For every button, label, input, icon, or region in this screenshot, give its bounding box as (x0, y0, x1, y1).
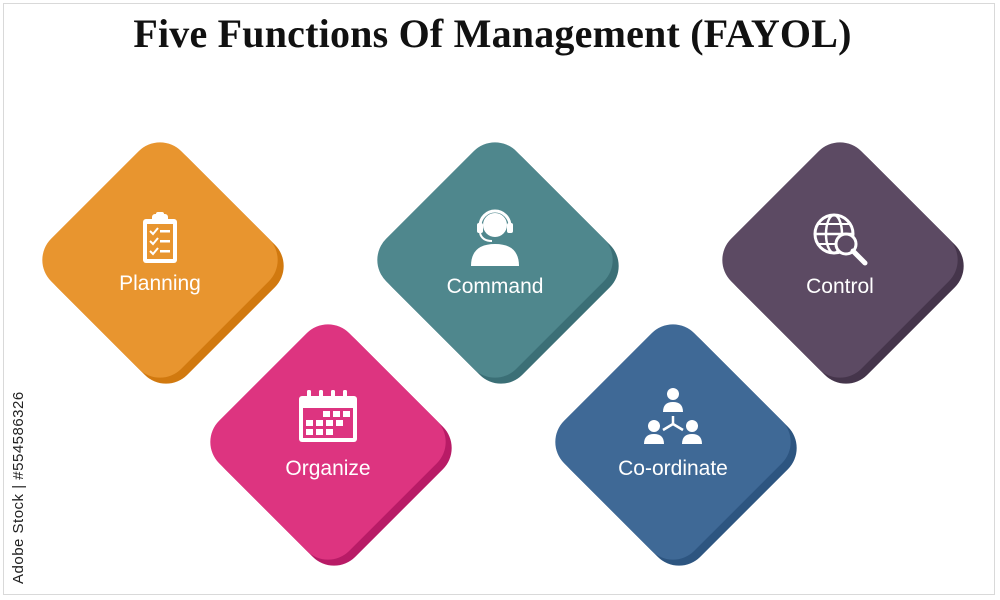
globe-magnifier-icon (813, 213, 868, 266)
headset-person-icon (471, 209, 519, 266)
clipboard-checklist-icon (143, 212, 177, 263)
planning-label: Planning (119, 272, 201, 295)
organize-label: Organize (285, 457, 371, 480)
organize-card: Organize (188, 302, 468, 582)
team-network-icon (644, 388, 702, 444)
page-title: Five Functions Of Management (FAYOL) (133, 11, 852, 56)
stock-id-text: Adobe Stock | #554586326 (10, 391, 27, 584)
planning-card: Planning (20, 120, 300, 400)
control-label: Control (806, 275, 874, 298)
command-label: Command (446, 275, 544, 298)
coordinate-card: Co-ordinate (533, 302, 813, 582)
control-card: Control (700, 120, 980, 400)
calendar-icon (299, 390, 357, 442)
page-frame (3, 3, 995, 595)
coordinate-label: Co-ordinate (618, 457, 728, 480)
command-card: Command (355, 120, 635, 400)
